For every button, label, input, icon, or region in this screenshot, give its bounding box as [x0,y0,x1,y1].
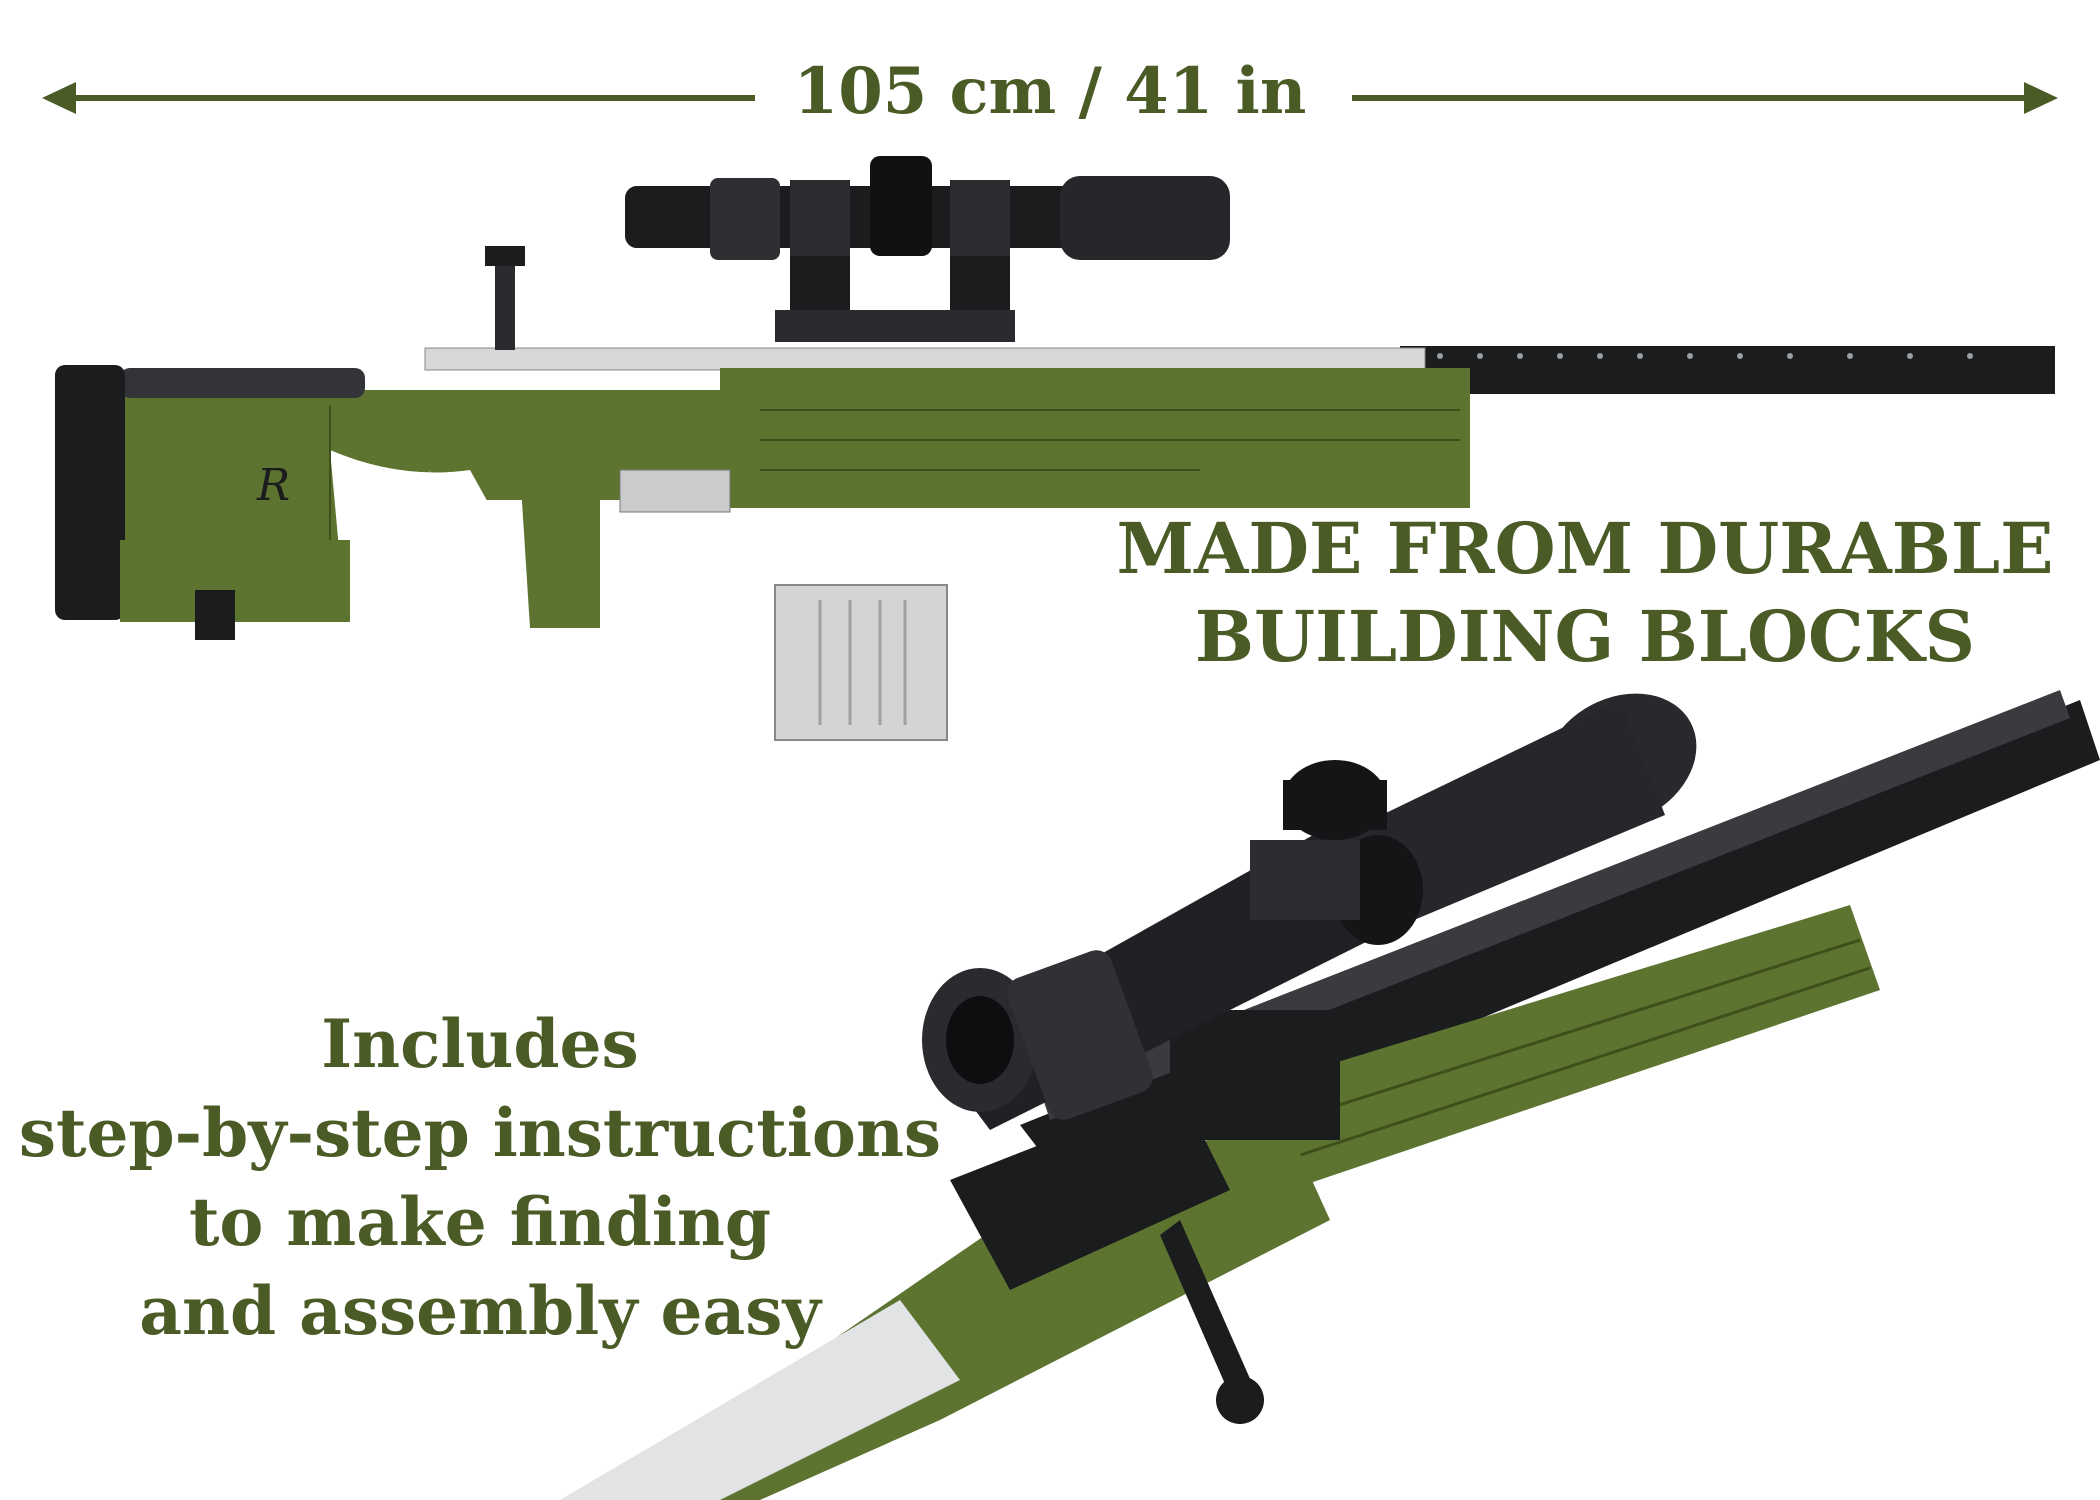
feature-durable-text: MADE FROM DURABLE BUILDING BLOCKS [1110,505,2060,681]
dimension-line-right [1352,95,2042,101]
feature-instructions-line: to make finding [188,1183,772,1261]
feature-instructions-line: Includes [321,1005,639,1083]
feature-instructions-line: and assembly easy [139,1272,821,1350]
feature-durable-line: BUILDING BLOCKS [1194,595,1976,678]
dimension-label: 105 cm / 41 in [793,54,1307,129]
rifle-side-view-illustration: R [55,156,2055,741]
feature-instructions-line: step-by-step instructions [18,1094,942,1172]
feature-durable-line: MADE FROM DURABLE [1116,507,2054,590]
dimension-line-left [62,95,755,101]
dimension-arrow-right-icon [2024,82,2058,114]
stock-logo: R [256,460,290,511]
feature-instructions-text: Includes step-by-step instructions to ma… [0,1000,960,1356]
